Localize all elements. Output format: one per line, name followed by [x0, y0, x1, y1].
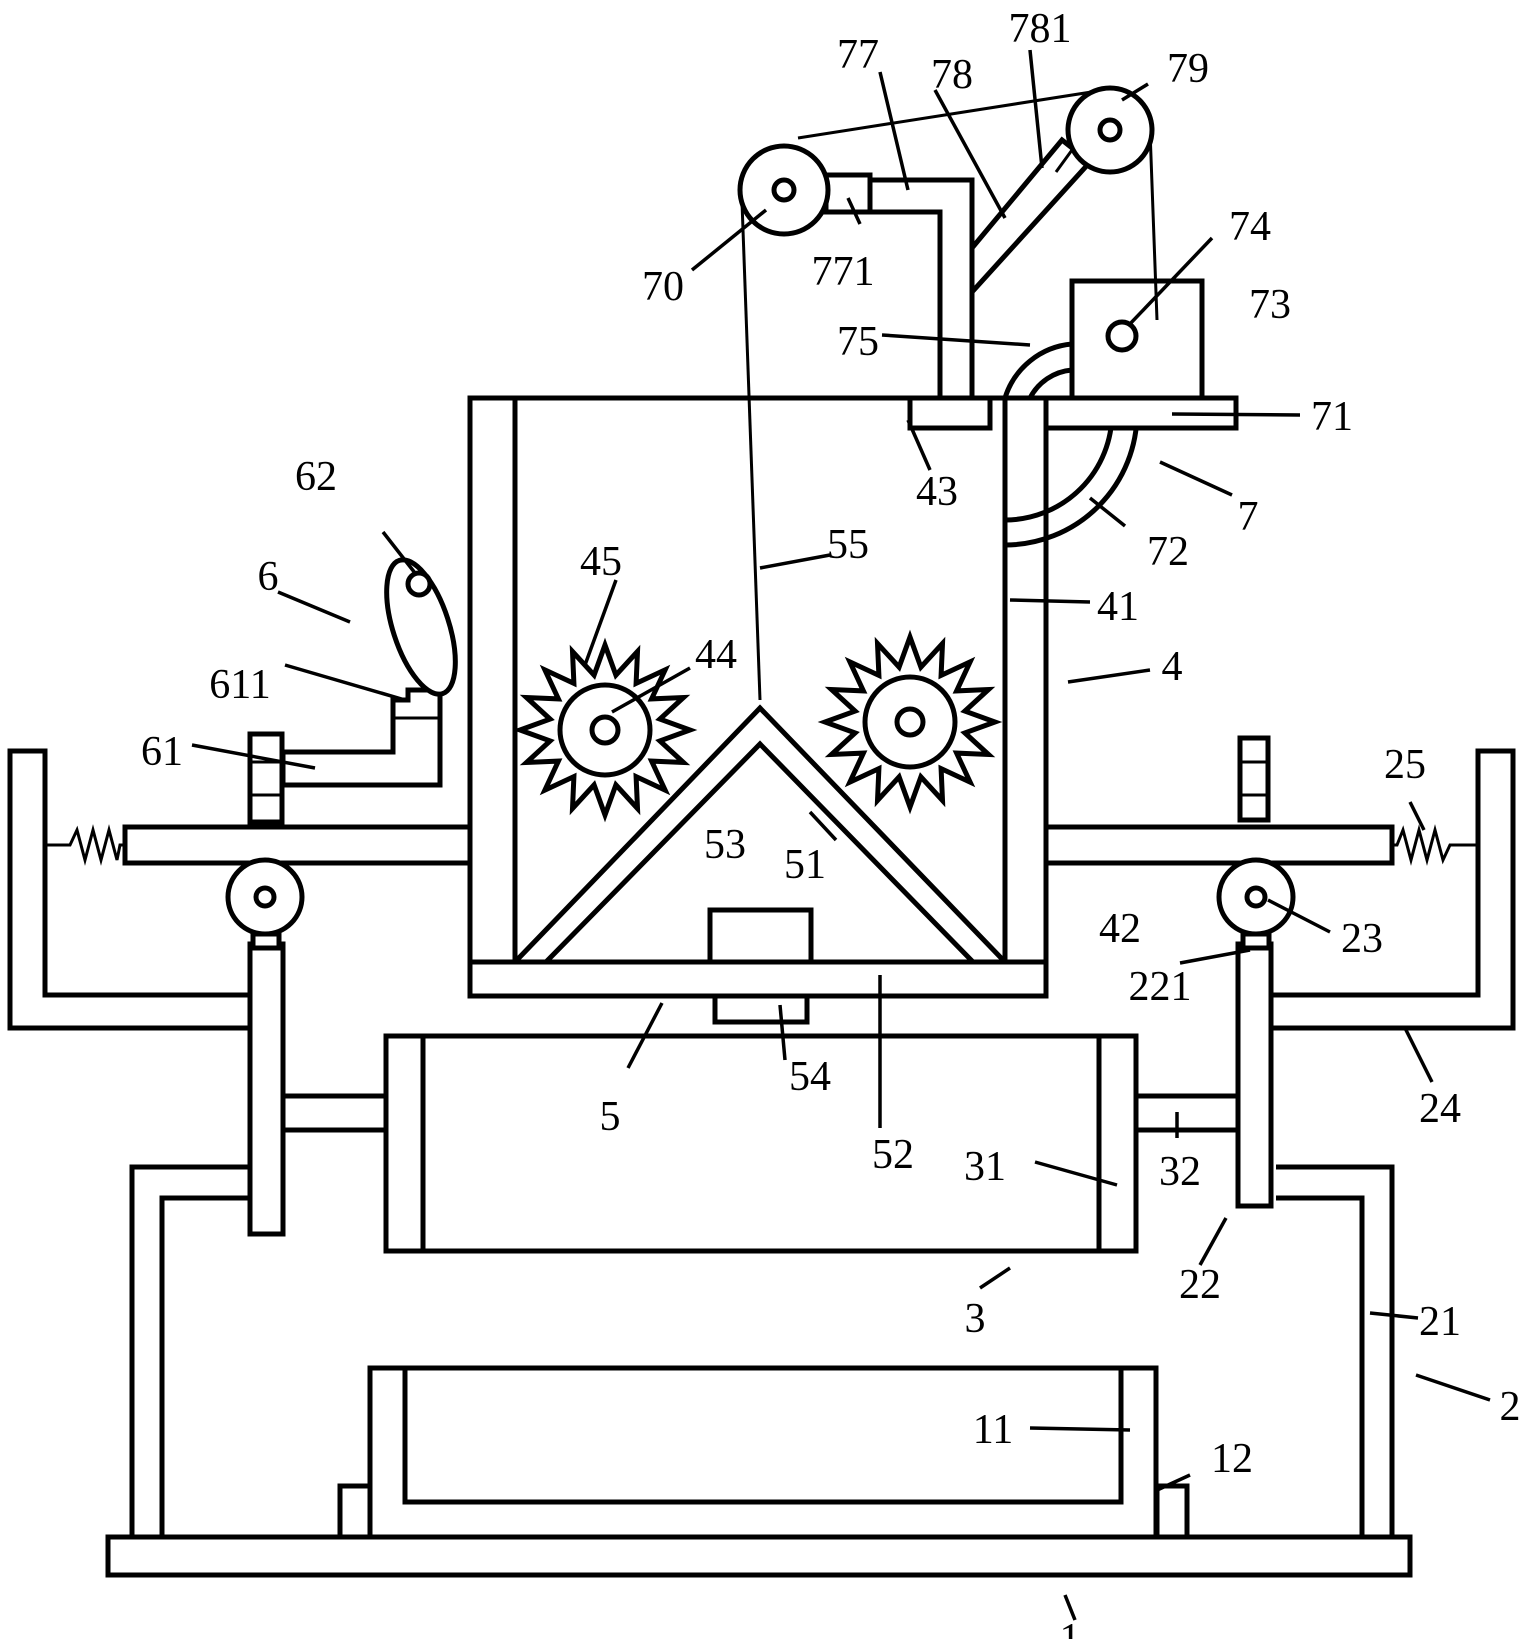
label-11: 11 — [973, 1407, 1013, 1453]
label-43: 43 — [916, 469, 958, 515]
bracket-771 — [823, 172, 873, 215]
left-spring — [45, 824, 125, 866]
label-3: 3 — [965, 1296, 986, 1342]
label-2: 2 — [1500, 1384, 1521, 1430]
drum-shaft-left — [280, 1093, 389, 1133]
right-gear-axle — [894, 706, 926, 738]
link-78 — [969, 136, 1094, 299]
label-781: 781 — [1009, 6, 1072, 52]
label-53: 53 — [704, 822, 746, 868]
label-22: 22 — [1179, 1262, 1221, 1308]
base-plate — [105, 1534, 1413, 1578]
label-79: 79 — [1167, 46, 1209, 92]
label-75: 75 — [837, 319, 879, 365]
label-25: 25 — [1384, 742, 1426, 788]
label-44: 44 — [695, 632, 737, 678]
label-55: 55 — [827, 522, 869, 568]
belt-strand-55 — [740, 201, 762, 701]
right-frame-leg — [1276, 1164, 1395, 1537]
label-71: 71 — [1311, 394, 1353, 440]
nozzle-62 — [384, 557, 458, 697]
label-1: 1 — [1060, 1616, 1081, 1639]
right-slider-block — [1237, 735, 1271, 823]
motor-axle-74 — [1105, 319, 1139, 353]
part-labels: 1 11 12 2 21 22 221 23 24 25 3 31 32 4 4… — [141, 6, 1521, 1639]
spray-pipe-61 — [280, 687, 443, 788]
label-24: 24 — [1419, 1086, 1461, 1132]
label-78: 78 — [931, 52, 973, 98]
label-771: 771 — [812, 249, 875, 295]
label-70: 70 — [642, 264, 684, 310]
label-31: 31 — [964, 1144, 1006, 1190]
label-61: 61 — [141, 729, 183, 775]
label-7: 7 — [1238, 494, 1259, 540]
right-side-support — [1271, 748, 1516, 1031]
quarter-ring-75 — [1002, 341, 1073, 400]
label-42: 42 — [1099, 906, 1141, 952]
left-slider-block — [247, 731, 285, 825]
left-vertical-post — [247, 941, 286, 1237]
drum-right-end — [1096, 1033, 1139, 1254]
label-52: 52 — [872, 1132, 914, 1178]
label-32: 32 — [1159, 1149, 1201, 1195]
leader-lines — [191, 49, 1491, 1621]
pulley-79-hub — [1097, 117, 1123, 143]
drum-body — [383, 1033, 1139, 1254]
center-block-53 — [707, 907, 814, 965]
left-gear-axle — [589, 714, 621, 746]
right-vertical-post — [1235, 941, 1274, 1209]
label-74: 74 — [1229, 204, 1271, 250]
right-foot-block — [1154, 1483, 1190, 1540]
label-6: 6 — [258, 554, 279, 600]
pulley-70-hub — [771, 177, 797, 203]
collection-tray-inner — [402, 1365, 1124, 1505]
left-frame-leg — [129, 1164, 250, 1537]
label-4: 4 — [1162, 644, 1183, 690]
label-23: 23 — [1341, 916, 1383, 962]
right-spring — [1392, 824, 1478, 866]
label-45: 45 — [580, 539, 622, 585]
label-611: 611 — [209, 662, 270, 708]
label-221: 221 — [1129, 964, 1192, 1010]
left-slide-bar — [122, 824, 473, 866]
left-foot-block — [337, 1483, 373, 1540]
label-41: 41 — [1097, 584, 1139, 630]
label-62: 62 — [295, 454, 337, 500]
left-side-support — [7, 748, 250, 1031]
label-54: 54 — [789, 1054, 831, 1100]
drum-shaft-right — [1133, 1093, 1241, 1133]
left-roller-hub — [253, 885, 277, 909]
right-roller-hub — [1244, 885, 1268, 909]
bottom-nozzle-54 — [712, 993, 810, 1025]
drum-left-end — [383, 1033, 426, 1254]
label-77: 77 — [837, 32, 879, 78]
label-12: 12 — [1211, 1436, 1253, 1482]
label-73: 73 — [1249, 282, 1291, 328]
label-51: 51 — [784, 842, 826, 888]
top-block-43 — [907, 395, 993, 431]
nozzle-62-hub — [405, 570, 433, 598]
label-21: 21 — [1419, 1299, 1461, 1345]
label-5: 5 — [600, 1094, 621, 1140]
label-72: 72 — [1147, 529, 1189, 575]
right-slide-bar — [1043, 824, 1395, 866]
